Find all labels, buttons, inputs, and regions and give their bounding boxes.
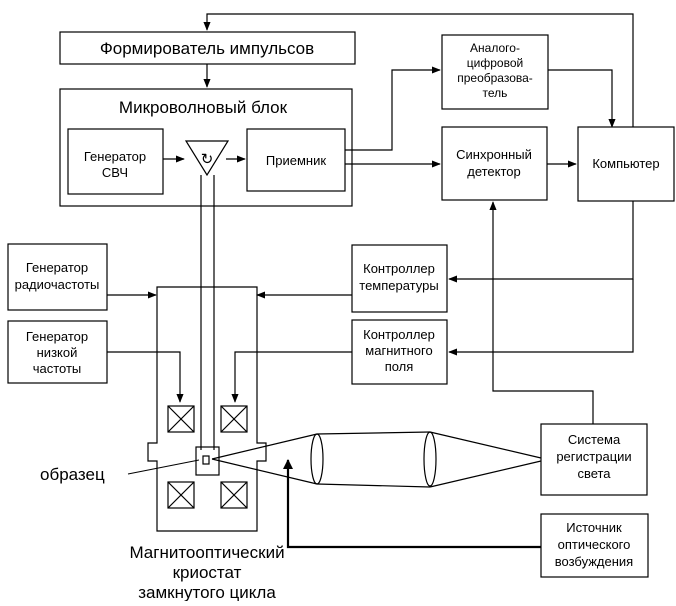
rf-generator-label-1: Генератор bbox=[26, 260, 88, 275]
arrow-field-controller-to-coil bbox=[231, 351, 352, 403]
cryostat bbox=[147, 286, 267, 532]
light-registration-box: Система регистрации света bbox=[540, 423, 648, 496]
microwave-block-label: Микроволновый блок bbox=[119, 98, 288, 117]
lf-generator-box: Генератор низкой частоты bbox=[7, 320, 108, 384]
optical-source-label-2: оптического bbox=[558, 537, 631, 552]
light-registration-label-1: Система bbox=[568, 432, 621, 447]
lens-left bbox=[310, 433, 324, 485]
coil-right-top bbox=[220, 405, 248, 433]
field-controller-label-3: поля bbox=[385, 359, 414, 374]
light-ray-to-detector-lower bbox=[429, 460, 542, 488]
rf-generator-box: Генератор радиочастоты bbox=[7, 243, 108, 311]
cryostat-label-1: Магнитооптический bbox=[129, 543, 284, 562]
microwave-generator-box: Генератор СВЧ bbox=[67, 128, 164, 195]
computer-box: Компьютер bbox=[577, 126, 675, 202]
microwave-block: Микроволновый блок bbox=[59, 88, 353, 207]
optical-source-label-3: возбуждения bbox=[555, 554, 633, 569]
waveguide bbox=[200, 175, 215, 450]
lf-generator-label-2: низкой bbox=[37, 345, 78, 360]
lens-right bbox=[423, 431, 437, 487]
temp-controller-label-2: температуры bbox=[359, 278, 438, 293]
field-controller-box: Контроллер магнитного поля bbox=[351, 319, 448, 385]
arrow-computer-to-field-controller bbox=[448, 279, 634, 356]
sample-label: образец bbox=[40, 465, 105, 484]
lf-generator-label-3: частоты bbox=[33, 361, 82, 376]
connections bbox=[107, 13, 634, 549]
light-ray-upper bbox=[211, 433, 318, 460]
light-ray-lower bbox=[211, 458, 318, 485]
light-ray-to-detector-upper bbox=[429, 431, 542, 459]
light-ray-top bbox=[316, 431, 431, 435]
circulator: ↻ bbox=[184, 140, 230, 177]
optical-source-label-1: Источник bbox=[566, 520, 622, 535]
optics bbox=[211, 431, 542, 488]
adc-label-1: Аналого- bbox=[470, 41, 520, 55]
rf-generator-label-2: радиочастоты bbox=[15, 277, 100, 292]
arrow-light-registration-to-sync-detector bbox=[489, 201, 594, 424]
lf-generator-label-1: Генератор bbox=[26, 329, 88, 344]
cryostat-label-3: замкнутого цикла bbox=[138, 583, 276, 601]
sync-detector-label-2: детектор bbox=[467, 164, 521, 179]
cryostat-outline bbox=[147, 286, 267, 532]
arrow-receiver-to-adc bbox=[345, 66, 441, 151]
field-controller-label-2: магнитного bbox=[365, 343, 432, 358]
arrow-adc-to-computer bbox=[548, 69, 616, 128]
computer-label: Компьютер bbox=[592, 156, 659, 171]
light-registration-label-2: регистрации bbox=[556, 449, 631, 464]
optical-source-box: Источник оптического возбуждения bbox=[540, 513, 649, 578]
circulator-icon: ↻ bbox=[201, 151, 214, 168]
field-controller-label-1: Контроллер bbox=[363, 327, 435, 342]
sync-detector-box: Синхронный детектор bbox=[441, 126, 548, 201]
temp-controller-label-1: Контроллер bbox=[363, 261, 435, 276]
receiver-box: Приемник bbox=[246, 128, 346, 192]
pulse-former-box: Формирователь импульсов bbox=[59, 31, 356, 65]
sample bbox=[202, 455, 210, 465]
adc-label-2: цифровой bbox=[467, 56, 523, 70]
pulse-former-label: Формирователь импульсов bbox=[100, 39, 314, 58]
sample-cavity bbox=[195, 446, 220, 476]
optical-excitation-path bbox=[286, 460, 541, 549]
adc-box: Аналого- цифровой преобразова- тель bbox=[441, 34, 549, 110]
feedback-line-computer-to-pulse-former bbox=[203, 13, 634, 127]
arrow-computer-to-temp-controller bbox=[448, 201, 634, 283]
sync-detector-label-1: Синхронный bbox=[456, 147, 532, 162]
sample-pointer-line bbox=[127, 459, 200, 475]
adc-label-3: преобразова- bbox=[457, 71, 533, 85]
adc-label-4: тель bbox=[483, 86, 508, 100]
microwave-generator-label-2: СВЧ bbox=[102, 165, 128, 180]
coil-left-top bbox=[167, 405, 195, 433]
temp-controller-box: Контроллер температуры bbox=[351, 244, 448, 313]
microwave-generator-label-1: Генератор bbox=[84, 149, 146, 164]
optical-excitation-arrowhead bbox=[283, 459, 293, 469]
coil-right-bottom bbox=[220, 481, 248, 509]
light-ray-bottom bbox=[316, 483, 431, 488]
receiver-label: Приемник bbox=[266, 153, 326, 168]
cryostat-label-2: криостат bbox=[173, 563, 242, 582]
light-registration-label-3: света bbox=[577, 466, 611, 481]
arrow-lf-generator-to-coil bbox=[107, 351, 184, 403]
coil-left-bottom bbox=[167, 481, 195, 509]
